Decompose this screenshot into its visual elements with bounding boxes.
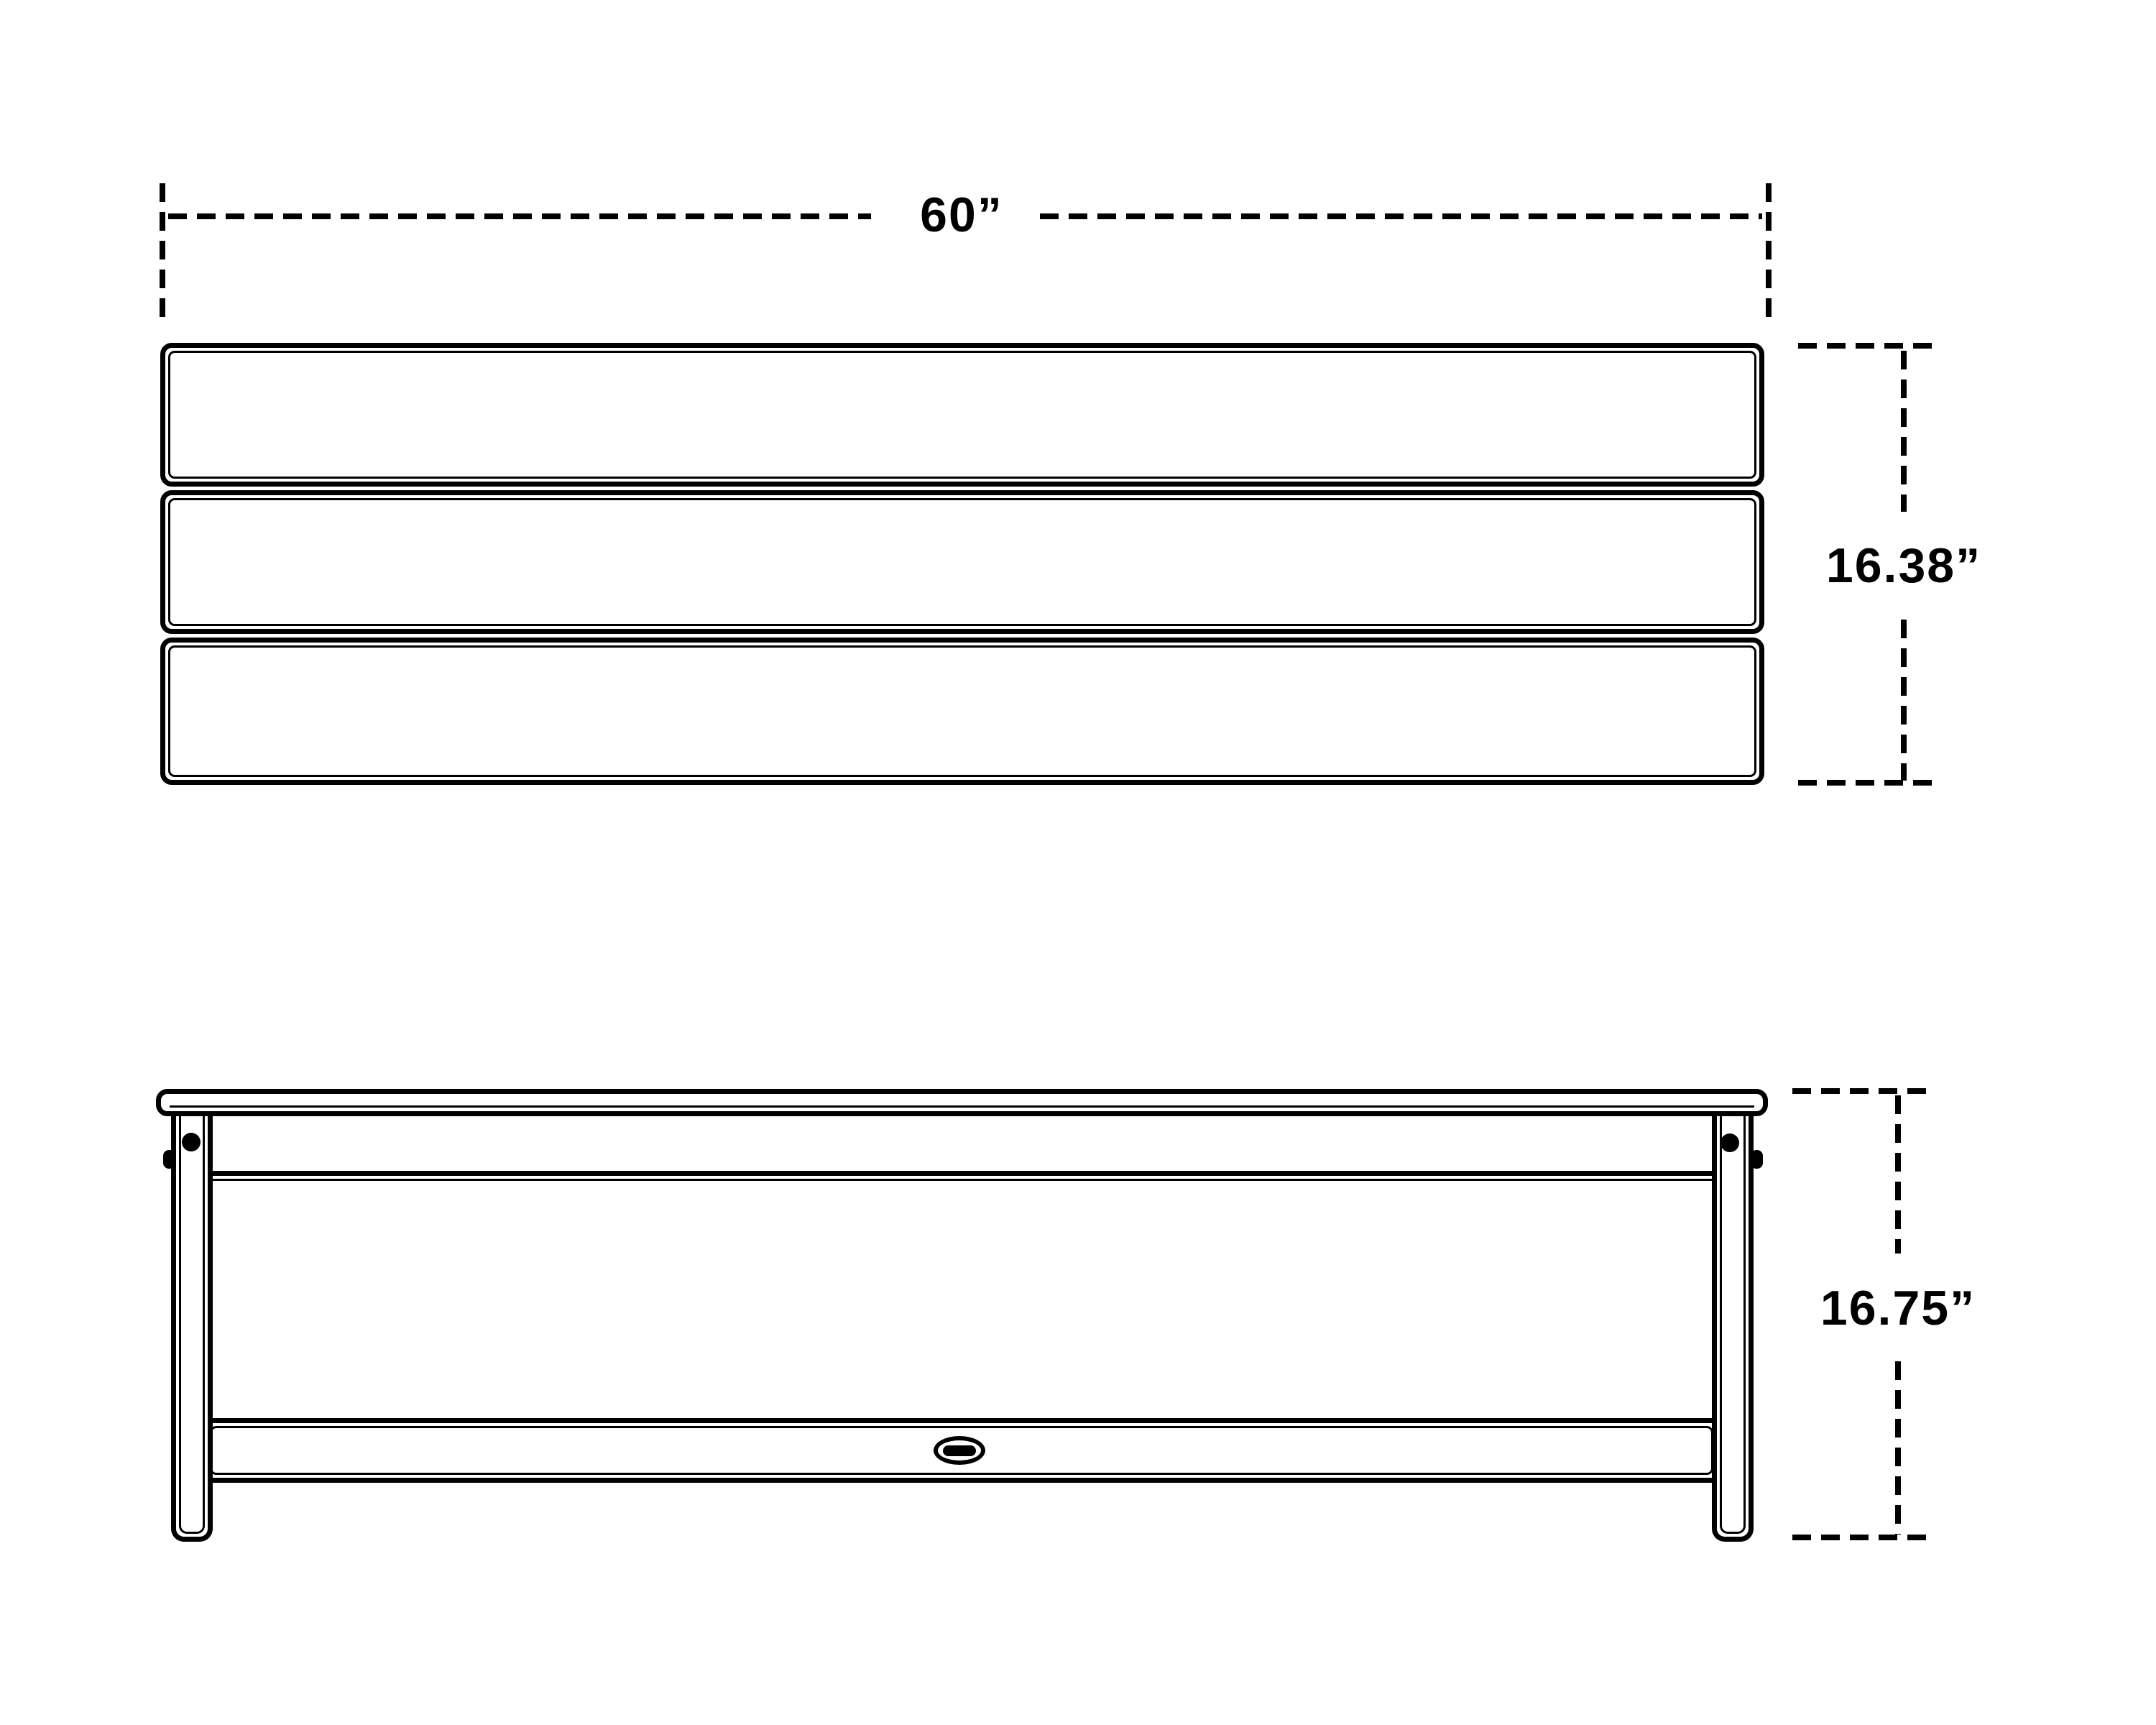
top-view-slat-1 [160, 343, 1764, 487]
right-screw-dot [1720, 1133, 1739, 1152]
logo-text-bar [943, 1445, 976, 1456]
upper-support-rail [210, 1171, 1713, 1181]
right-leg [1712, 1115, 1754, 1542]
top-view-slat-2 [160, 490, 1764, 634]
left-leg [171, 1115, 213, 1542]
width-dimension-label: 60” [920, 188, 1003, 242]
seat-board [156, 1089, 1768, 1116]
top-view-slat-3 [160, 638, 1764, 785]
left-screw-dot [182, 1133, 201, 1151]
depth-dimension-label: 16.38” [1825, 538, 1982, 593]
height-dimension-label: 16.75” [1820, 1281, 1976, 1335]
oval-brand-logo-badge-icon [934, 1436, 985, 1465]
right-leg-side-screw [1751, 1150, 1763, 1169]
